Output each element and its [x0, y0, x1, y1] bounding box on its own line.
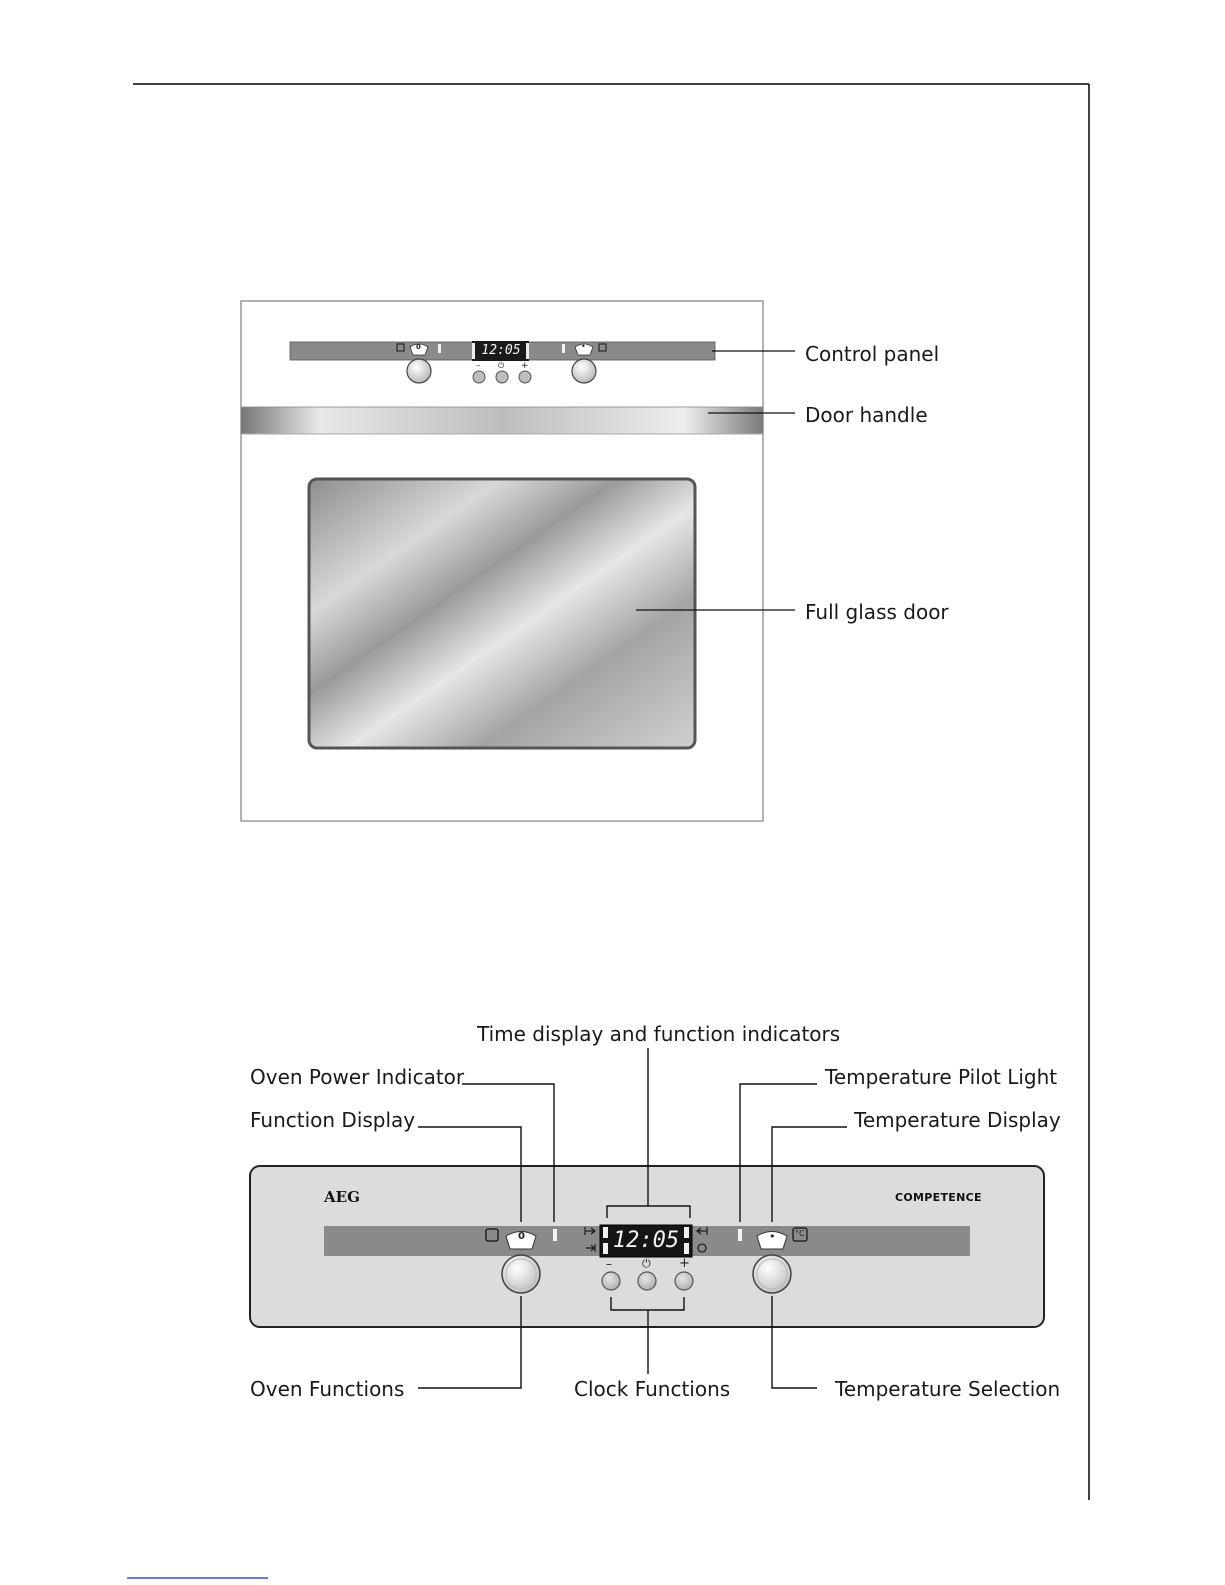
button-plus — [675, 1272, 693, 1290]
button-power — [638, 1272, 656, 1290]
label-temperature-selection: Temperature Selection — [835, 1377, 1060, 1401]
oven-function-knob — [502, 1255, 540, 1293]
model-name: COMPETENCE — [895, 1191, 982, 1204]
celsius-symbol: °C — [795, 1230, 805, 1238]
button-plus-label: + — [679, 1257, 690, 1270]
knob-right-mark: • — [769, 1231, 776, 1242]
label-oven-power-indicator: Oven Power Indicator — [250, 1065, 464, 1089]
label-oven-functions: Oven Functions — [250, 1377, 404, 1401]
temperature-knob — [753, 1255, 791, 1293]
knob-left-mark: 0 — [518, 1232, 525, 1242]
lcd-time: 12:05 — [610, 1227, 682, 1255]
temperature-pilot-light — [738, 1229, 742, 1241]
oven-power-indicator — [553, 1229, 557, 1241]
button-minus — [602, 1272, 620, 1290]
power-icon: ⏻ — [642, 1258, 651, 1269]
button-minus-label: – — [606, 1258, 612, 1270]
label-time-display: Time display and function indicators — [477, 1022, 840, 1046]
label-clock-functions: Clock Functions — [574, 1377, 730, 1401]
label-function-display: Function Display — [250, 1108, 415, 1132]
brand-logo-text: AEG — [324, 1188, 360, 1206]
label-temperature-pilot-light: Temperature Pilot Light — [825, 1065, 1057, 1089]
label-temperature-display: Temperature Display — [854, 1108, 1061, 1132]
